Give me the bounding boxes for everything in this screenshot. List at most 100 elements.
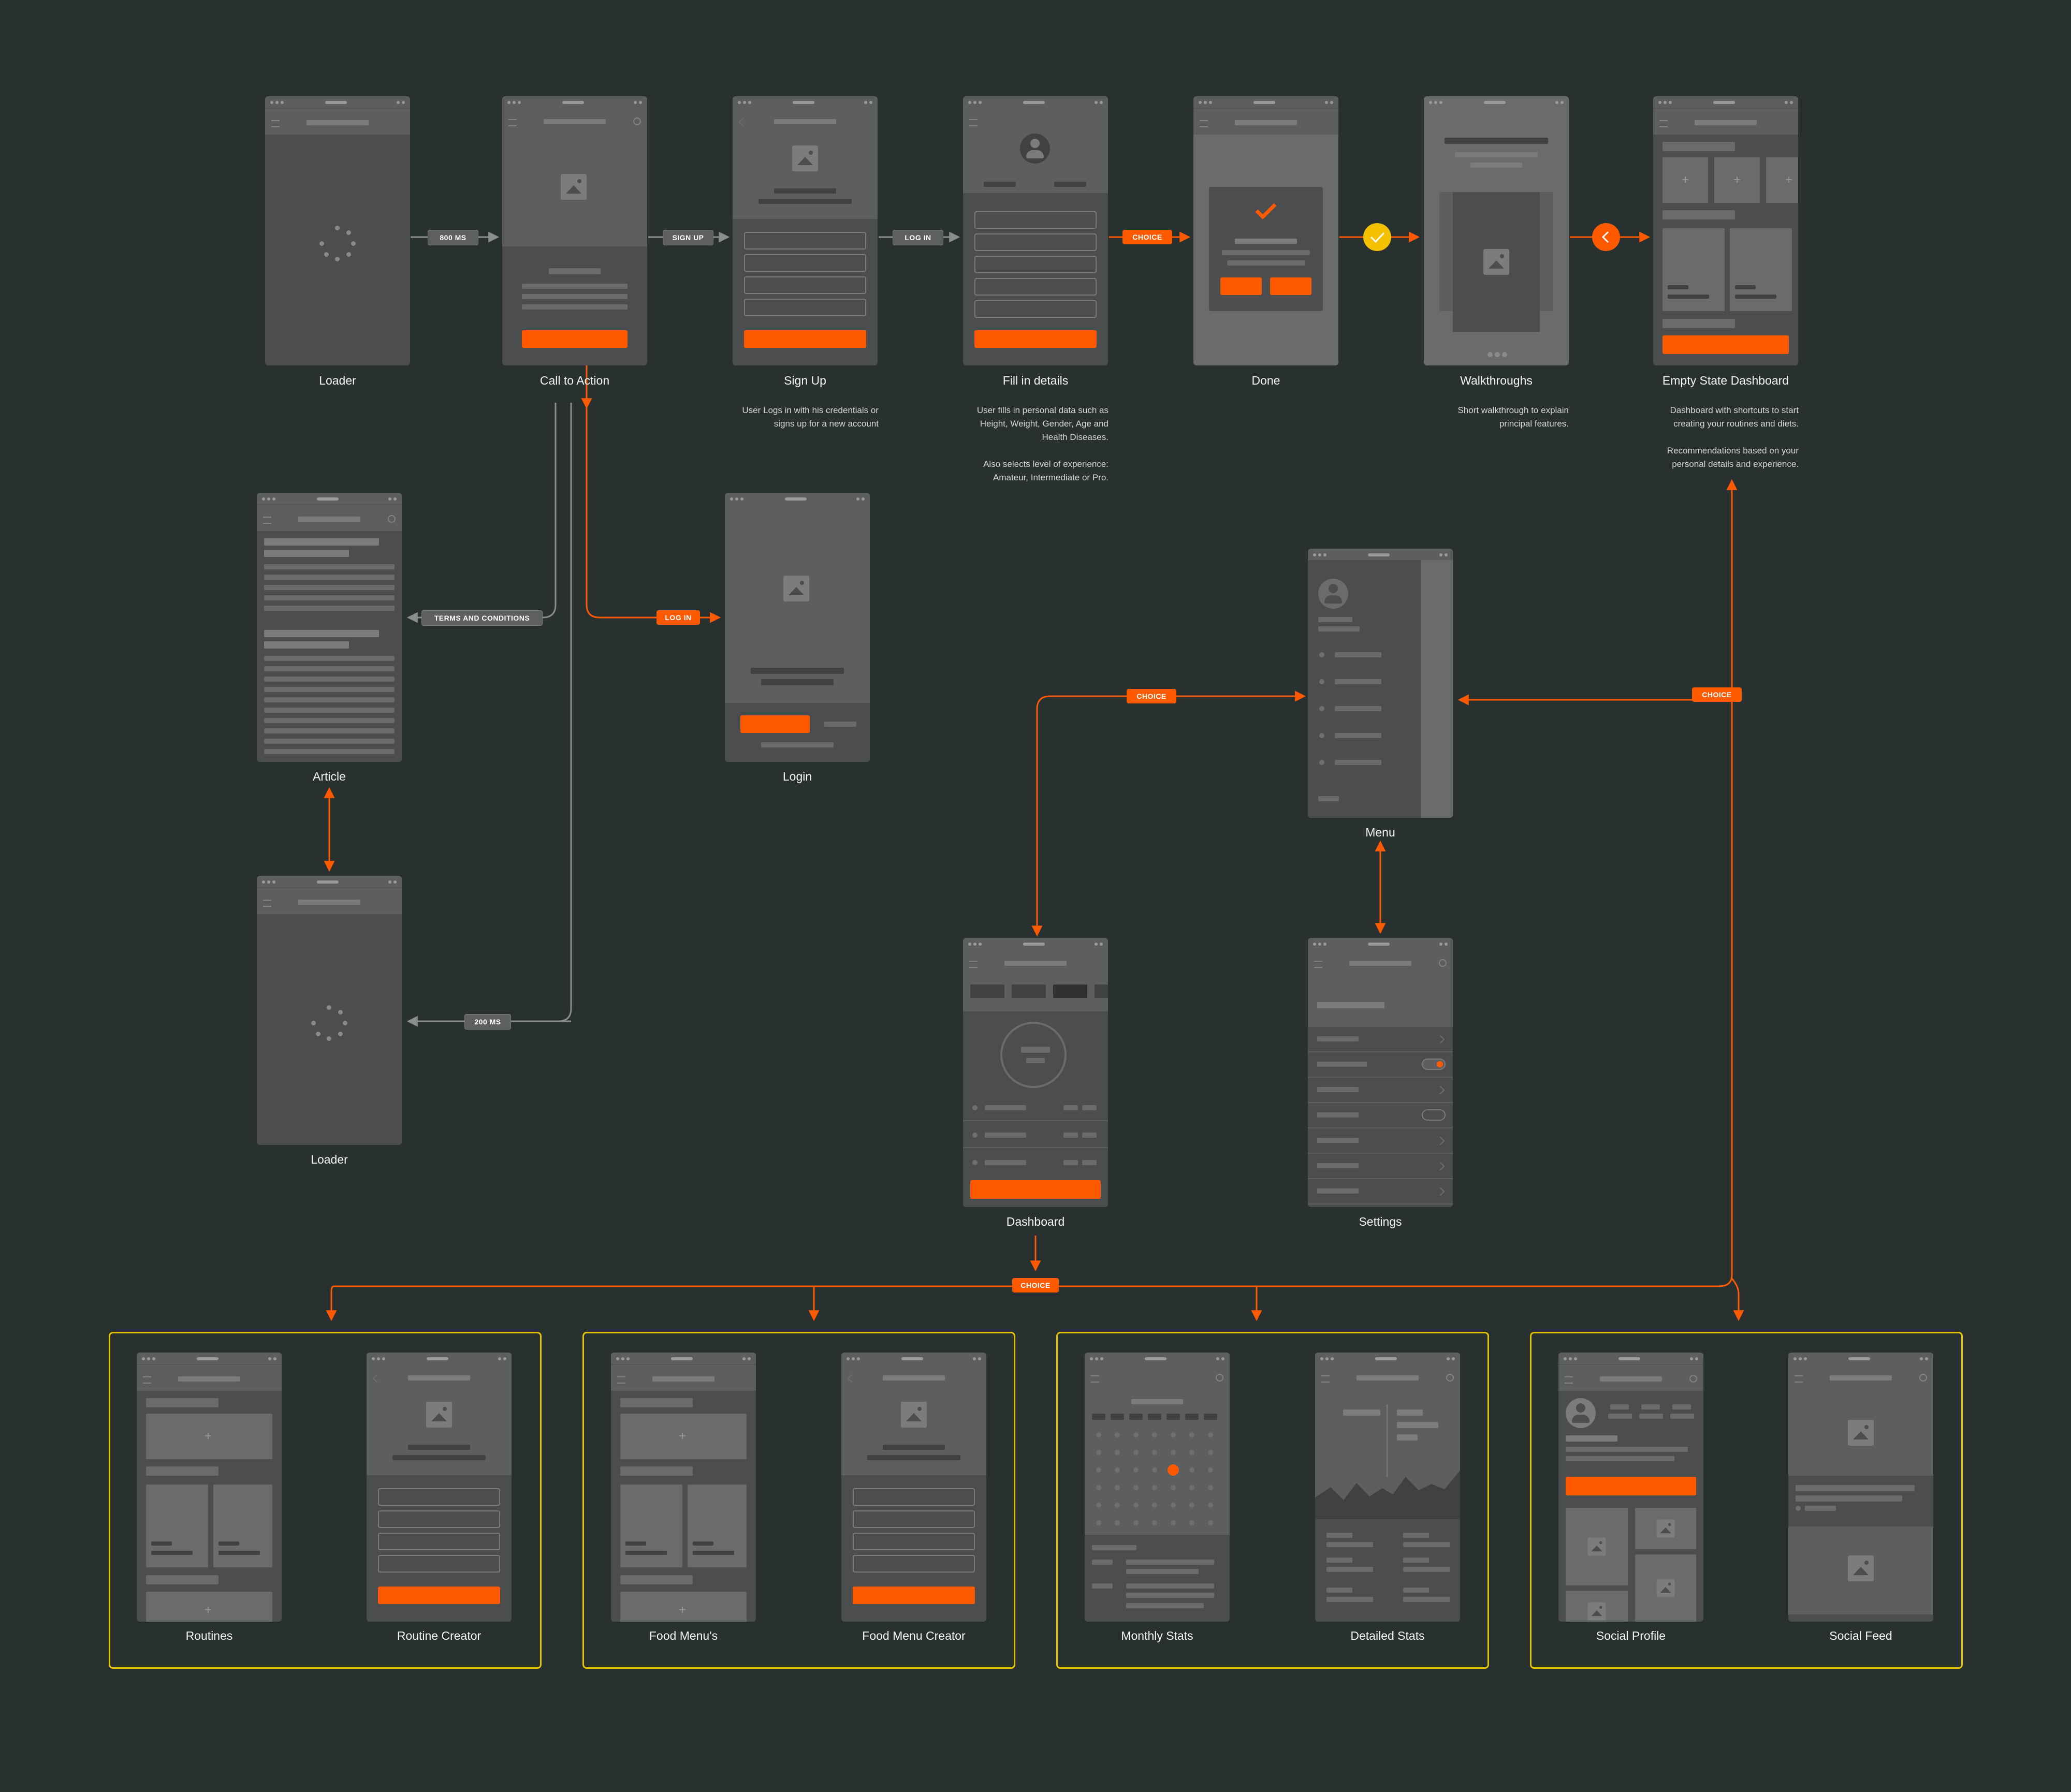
- calendar-day[interactable]: [1115, 1520, 1120, 1525]
- calendar-day[interactable]: [1115, 1450, 1120, 1455]
- login-button[interactable]: [740, 715, 810, 733]
- screen-walkthroughs[interactable]: [1424, 96, 1569, 365]
- settings-row[interactable]: [1308, 1078, 1453, 1103]
- settings-row[interactable]: [1308, 1052, 1453, 1078]
- menu-item[interactable]: [1335, 652, 1381, 657]
- create-routine-button[interactable]: [378, 1587, 500, 1604]
- toggle-icon[interactable]: [1422, 1059, 1446, 1070]
- menu-item[interactable]: [1335, 706, 1381, 711]
- calendar-day[interactable]: [1152, 1520, 1157, 1525]
- settings-row[interactable]: [1308, 1179, 1453, 1205]
- calendar-day[interactable]: [1171, 1520, 1176, 1525]
- calendar-day[interactable]: [1208, 1467, 1213, 1473]
- calendar-day[interactable]: [1152, 1485, 1157, 1490]
- calendar-day[interactable]: [1208, 1450, 1213, 1455]
- calendar-day[interactable]: [1096, 1432, 1101, 1437]
- screen-food-menus[interactable]: + +: [611, 1353, 756, 1622]
- tab[interactable]: [970, 985, 1004, 998]
- tab[interactable]: [1095, 985, 1108, 998]
- calendar-day[interactable]: [1096, 1485, 1101, 1490]
- menu-item[interactable]: [1335, 760, 1381, 765]
- screen-loader-bottom[interactable]: [257, 876, 402, 1145]
- tab[interactable]: [1012, 985, 1046, 998]
- calendar-day[interactable]: [1189, 1485, 1194, 1490]
- screen-dashboard[interactable]: [963, 938, 1108, 1207]
- screen-done[interactable]: [1193, 96, 1338, 365]
- screen-social-profile[interactable]: [1558, 1353, 1703, 1622]
- dashboard-button[interactable]: [970, 1180, 1101, 1199]
- done-secondary-button[interactable]: [1270, 277, 1311, 295]
- calendar-day[interactable]: [1208, 1520, 1213, 1525]
- calendar-day[interactable]: [1171, 1432, 1176, 1437]
- cta-button[interactable]: [522, 330, 628, 348]
- calendar-day[interactable]: [1152, 1467, 1157, 1473]
- continue-button[interactable]: [974, 330, 1097, 348]
- calendar-day[interactable]: [1189, 1520, 1194, 1525]
- sign-up-button[interactable]: [744, 330, 866, 348]
- calendar-day[interactable]: [1133, 1520, 1139, 1525]
- screen-empty-state-dashboard[interactable]: + + +: [1653, 96, 1798, 365]
- follow-button[interactable]: [1566, 1477, 1696, 1495]
- screen-monthly-stats[interactable]: [1085, 1353, 1230, 1622]
- calendar-day[interactable]: [1208, 1485, 1213, 1490]
- calendar-day[interactable]: [1168, 1464, 1179, 1476]
- group-social: [1530, 1332, 1963, 1669]
- settings-row[interactable]: [1308, 1027, 1453, 1052]
- calendar-day[interactable]: [1115, 1467, 1120, 1473]
- screen-settings[interactable]: [1308, 938, 1453, 1207]
- calendar-day[interactable]: [1115, 1485, 1120, 1490]
- calendar-day[interactable]: [1208, 1432, 1213, 1437]
- spinner-icon: [319, 226, 356, 262]
- settings-row[interactable]: [1308, 1128, 1453, 1154]
- screen-routine-creator[interactable]: [367, 1353, 512, 1622]
- screen-detailed-stats[interactable]: [1315, 1353, 1460, 1622]
- calendar-day[interactable]: [1152, 1503, 1157, 1508]
- screen-call-to-action[interactable]: [502, 96, 647, 365]
- calendar-day[interactable]: [1133, 1467, 1139, 1473]
- screen-fill-in-details[interactable]: [963, 96, 1108, 365]
- screen-article[interactable]: [257, 493, 402, 762]
- calendar-day[interactable]: [1096, 1450, 1101, 1455]
- calendar-day[interactable]: [1189, 1432, 1194, 1437]
- screen-menu[interactable]: [1308, 549, 1453, 818]
- toggle-icon[interactable]: [1422, 1109, 1446, 1121]
- caption-dashboard: Dashboard: [1006, 1215, 1065, 1228]
- done-primary-button[interactable]: [1220, 277, 1262, 295]
- screen-routines[interactable]: + +: [137, 1353, 282, 1622]
- screen-login[interactable]: [725, 493, 870, 762]
- screen-sign-up[interactable]: [733, 96, 878, 365]
- menu-item[interactable]: [1335, 679, 1381, 684]
- menu-item[interactable]: [1335, 733, 1381, 738]
- calendar-day[interactable]: [1208, 1503, 1213, 1508]
- settings-row[interactable]: [1308, 1154, 1453, 1179]
- calendar-day[interactable]: [1133, 1503, 1139, 1508]
- calendar-day[interactable]: [1115, 1503, 1120, 1508]
- calendar-day[interactable]: [1152, 1450, 1157, 1455]
- create-menu-button[interactable]: [853, 1587, 975, 1604]
- shortcut-tile[interactable]: +: [1766, 157, 1798, 203]
- screen-social-feed[interactable]: [1788, 1353, 1933, 1622]
- calendar[interactable]: [1091, 1414, 1223, 1527]
- calendar-day[interactable]: [1115, 1432, 1120, 1437]
- screen-loader-top[interactable]: [265, 96, 410, 365]
- shortcut-tile[interactable]: +: [1714, 157, 1760, 203]
- tab-active[interactable]: [1053, 985, 1087, 998]
- screen-food-menu-creator[interactable]: [841, 1353, 986, 1622]
- calendar-day[interactable]: [1171, 1503, 1176, 1508]
- calendar-day[interactable]: [1096, 1520, 1101, 1525]
- calendar-day[interactable]: [1096, 1467, 1101, 1473]
- calendar-day[interactable]: [1152, 1432, 1157, 1437]
- calendar-day[interactable]: [1171, 1450, 1176, 1455]
- settings-row[interactable]: [1308, 1103, 1453, 1128]
- calendar-day[interactable]: [1189, 1450, 1194, 1455]
- calendar-day[interactable]: [1171, 1485, 1176, 1490]
- calendar-day[interactable]: [1189, 1467, 1194, 1473]
- calendar-day[interactable]: [1133, 1485, 1139, 1490]
- dashboard-cta-button[interactable]: [1662, 335, 1789, 354]
- badge-log-in-login: LOG IN: [657, 610, 700, 625]
- calendar-day[interactable]: [1133, 1432, 1139, 1437]
- calendar-day[interactable]: [1096, 1503, 1101, 1508]
- shortcut-tile[interactable]: +: [1662, 157, 1708, 203]
- calendar-day[interactable]: [1189, 1503, 1194, 1508]
- calendar-day[interactable]: [1133, 1450, 1139, 1455]
